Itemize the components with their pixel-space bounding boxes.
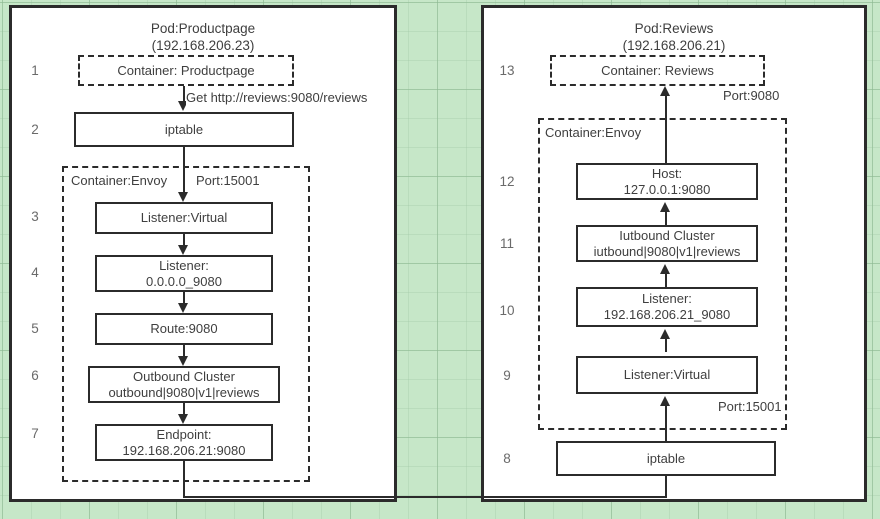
connector-5-to-6 <box>183 345 185 359</box>
connector-8-up <box>665 472 667 497</box>
step-number-10: 10 <box>499 303 515 318</box>
arrowhead-9-to-10 <box>660 329 670 339</box>
step-number-11: 11 <box>499 236 514 251</box>
arrowhead-10-to-11 <box>660 264 670 274</box>
container-envoy-group-left <box>62 166 310 482</box>
step-number-12: 12 <box>499 174 515 189</box>
arrowhead-11-to-12 <box>660 202 670 212</box>
connector-4-to-5 <box>183 292 185 306</box>
connector-12-to-13 <box>665 95 667 163</box>
listener-0-0-0-0-9080-box[interactable]: Listener: 0.0.0.0_9080 <box>95 255 273 292</box>
pod-productpage-title: Pod:Productpage (192.168.206.23) <box>150 21 256 53</box>
outbound-cluster-box[interactable]: Outbound Cluster outbound|9080|v1|review… <box>88 366 280 403</box>
envoy-port-label-right: Port:15001 <box>718 399 782 414</box>
arrowhead-5-to-6 <box>178 356 188 366</box>
iptable-box-left[interactable]: iptable <box>74 112 294 147</box>
arrowhead-12-to-13 <box>660 86 670 96</box>
app-port-label-right: Port:9080 <box>723 88 780 103</box>
step-number-5: 5 <box>31 321 39 336</box>
connector-6-to-7 <box>183 403 185 417</box>
pod-reviews-title: Pod:Reviews (192.168.206.21) <box>622 21 726 53</box>
connector-10-to-11 <box>665 273 667 287</box>
container-envoy-label-left: Container:Envoy <box>71 173 168 188</box>
connector-8-to-9 <box>665 405 667 441</box>
step-number-7: 7 <box>31 426 39 441</box>
step-number-6: 6 <box>31 368 39 383</box>
route-9080-box[interactable]: Route:9080 <box>95 313 273 345</box>
arrowhead-4-to-5 <box>178 303 188 313</box>
container-envoy-group-right <box>538 118 787 430</box>
listener-virtual-box-right[interactable]: Listener:Virtual <box>576 356 758 394</box>
step-number-1: 1 <box>31 63 39 78</box>
request-label: Get http://reviews:9080/reviews <box>186 90 368 105</box>
connector-11-to-12 <box>665 211 667 225</box>
container-reviews-box[interactable]: Container: Reviews <box>550 55 765 86</box>
endpoint-box[interactable]: Endpoint: 192.168.206.21:9080 <box>95 424 273 461</box>
listener-reviews-ip-9080-box[interactable]: Listener: 192.168.206.21_9080 <box>576 287 758 327</box>
connector-3-to-4 <box>183 234 185 248</box>
inbound-cluster-box[interactable]: Iutbound Cluster iutbound|9080|v1|review… <box>576 225 758 262</box>
connector-7-to-8-across <box>183 496 667 498</box>
connector-2-to-3 <box>183 147 185 196</box>
step-number-9: 9 <box>503 368 511 383</box>
step-number-2: 2 <box>31 122 39 137</box>
listener-virtual-box-left[interactable]: Listener:Virtual <box>95 202 273 234</box>
step-number-3: 3 <box>31 209 39 224</box>
container-envoy-label-right: Container:Envoy <box>545 125 642 140</box>
envoy-port-label-left: Port:15001 <box>196 173 260 188</box>
arrowhead-6-to-7 <box>178 414 188 424</box>
arrowhead-8-to-9 <box>660 396 670 406</box>
host-box[interactable]: Host: 127.0.0.1:9080 <box>576 163 758 200</box>
arrowhead-3-to-4 <box>178 245 188 255</box>
arrowhead-1-to-2 <box>178 101 188 111</box>
connector-7-down <box>183 461 185 498</box>
pod-productpage-panel: Pod:Productpage (192.168.206.23) <box>9 5 397 502</box>
connector-1-to-2 <box>183 86 185 104</box>
arrowhead-2-to-3 <box>178 192 188 202</box>
connector-9-to-10 <box>665 338 667 352</box>
step-number-8: 8 <box>503 451 511 466</box>
container-productpage-box[interactable]: Container: Productpage <box>78 55 294 86</box>
iptable-box-right[interactable]: iptable <box>556 441 776 476</box>
step-number-4: 4 <box>31 265 39 280</box>
step-number-13: 13 <box>499 63 515 78</box>
